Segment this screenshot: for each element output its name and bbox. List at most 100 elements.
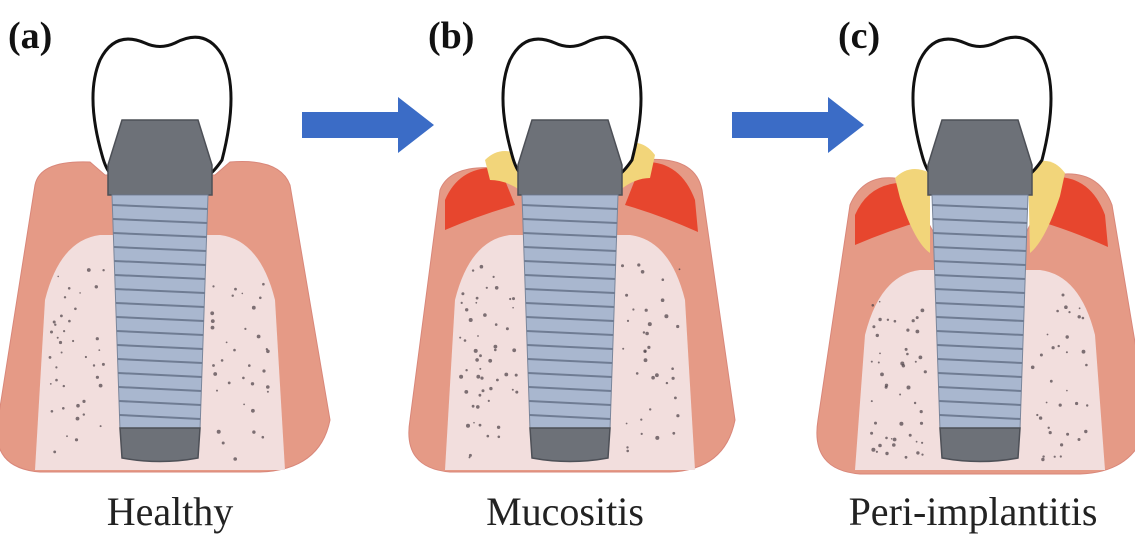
bone-speckle — [1075, 402, 1078, 405]
bone-speckle — [626, 450, 629, 453]
bone-speckle — [51, 410, 54, 413]
bone-speckle — [1052, 346, 1055, 349]
bone-speckle — [251, 409, 255, 413]
diagram-mucositis — [409, 37, 735, 472]
bone-speckle — [233, 349, 236, 352]
bone-speckle — [1078, 438, 1081, 441]
bone-speckle — [252, 306, 256, 310]
bone-speckle — [234, 288, 237, 291]
bone-speckle — [916, 451, 919, 454]
bone-speckle — [85, 356, 87, 358]
bone-speckle — [477, 335, 479, 337]
bone-speckle — [61, 352, 63, 354]
bone-speckle — [228, 382, 231, 385]
bone-speckle — [488, 359, 492, 363]
bone-speckle — [899, 422, 903, 426]
bone-speckle — [920, 422, 923, 425]
bone-speckle — [1050, 380, 1053, 383]
bone-speckle — [921, 454, 923, 456]
implant-apex — [530, 428, 610, 462]
bone-speckle — [50, 331, 53, 334]
bone-speckle — [885, 437, 888, 440]
bone-speckle — [1060, 455, 1062, 457]
bone-speckle — [461, 292, 464, 295]
bone-speckle — [266, 350, 270, 354]
panel-letter-b: (b) — [428, 15, 474, 57]
bone-speckle — [894, 320, 897, 323]
bone-speckle — [1042, 455, 1044, 457]
bone-speckle — [102, 363, 105, 366]
bone-speckle — [648, 322, 652, 326]
bone-speckle — [512, 348, 516, 352]
bone-speckle — [252, 430, 255, 433]
bone-speckle — [465, 308, 468, 311]
caption-mucositis: Mucositis — [450, 488, 680, 535]
bone-speckle — [626, 446, 628, 448]
bone-speckle — [1079, 307, 1081, 309]
bone-speckle — [916, 316, 919, 319]
bone-speckle — [1084, 430, 1087, 433]
bone-speckle — [636, 372, 639, 375]
bone-speckle — [74, 308, 77, 311]
bone-speckle — [506, 327, 509, 330]
bone-speckle — [459, 375, 463, 379]
bone-speckle — [50, 383, 52, 385]
bone-speckle — [483, 313, 487, 317]
bone-speckle — [479, 394, 482, 397]
bone-speckle — [262, 369, 265, 372]
bone-speckle — [1066, 433, 1069, 436]
bone-speckle — [221, 359, 224, 362]
bone-speckle — [676, 414, 679, 417]
bone-speckle — [96, 376, 99, 379]
bone-speckle — [213, 372, 217, 376]
panel-healthy: (a) — [0, 0, 380, 542]
bone-speckle — [876, 451, 878, 453]
bone-speckle — [75, 438, 78, 441]
bone-speckle — [475, 358, 479, 362]
bone-speckle — [251, 382, 254, 385]
bone-speckle — [98, 349, 100, 351]
bone-speckle — [1056, 310, 1059, 313]
bone-speckle — [647, 346, 650, 349]
bone-speckle — [909, 434, 912, 437]
bone-speckle — [632, 308, 634, 310]
bone-speckle — [1082, 317, 1085, 320]
bone-speckle — [76, 404, 80, 408]
bone-speckle — [482, 389, 485, 392]
bone-speckle — [95, 285, 98, 288]
bone-speckle — [921, 309, 925, 313]
bone-speckle — [899, 394, 901, 396]
bone-speckle — [512, 389, 514, 391]
bone-speckle — [916, 441, 918, 443]
bone-speckle — [645, 309, 648, 312]
bone-speckle — [62, 407, 65, 410]
bone-speckle — [1036, 414, 1038, 416]
implant-abutment — [108, 120, 212, 195]
bone-speckle — [93, 364, 95, 366]
bone-speckle — [472, 405, 475, 408]
bone-speckle — [1059, 404, 1062, 407]
bone-speckle — [644, 350, 646, 352]
bone-speckle — [480, 265, 484, 269]
bone-speckle — [72, 340, 74, 342]
implant-body — [522, 195, 618, 430]
bone-speckle — [879, 301, 881, 303]
bone-speckle — [676, 325, 679, 328]
bone-speckle — [1031, 366, 1035, 370]
bone-speckle — [476, 375, 480, 379]
bone-speckle — [262, 283, 265, 286]
bone-speckle — [872, 325, 875, 328]
bone-speckle — [662, 278, 665, 281]
bone-speckle — [79, 292, 81, 294]
bone-speckle — [464, 390, 468, 394]
bone-speckle — [1066, 390, 1068, 392]
bone-speckle — [879, 353, 881, 355]
bone-speckle — [68, 287, 71, 290]
bone-speckle — [651, 376, 655, 380]
bone-speckle — [515, 391, 518, 394]
bone-speckle — [1039, 416, 1042, 419]
bone-speckle — [267, 391, 269, 393]
panel-letter-a: (a) — [8, 15, 52, 57]
bone-speckle — [621, 264, 624, 267]
